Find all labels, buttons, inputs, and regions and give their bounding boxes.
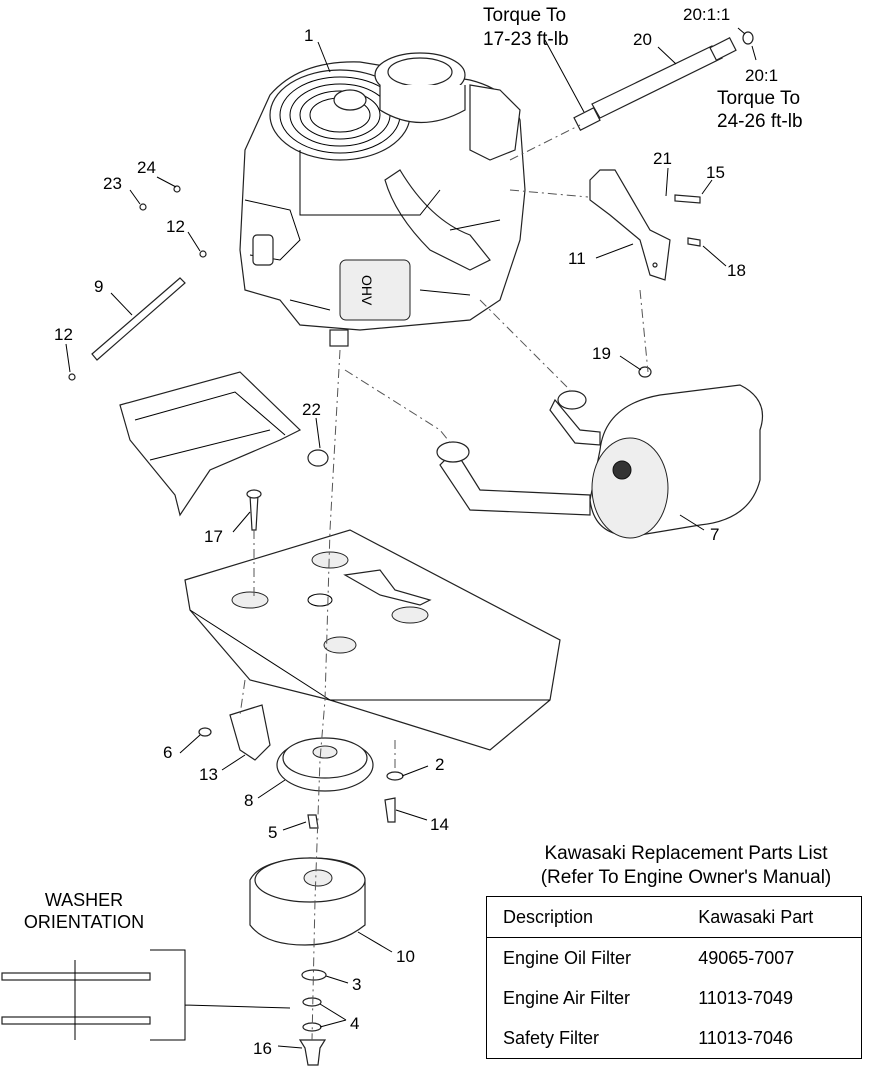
- parts-list-table: Description Kawasaki Part Engine Oil Fil…: [486, 896, 862, 1059]
- leader-lines: [65, 27, 757, 1049]
- callout-16: 16: [253, 1039, 272, 1058]
- parts-list-title: Kawasaki Replacement Parts List (Refer T…: [496, 842, 876, 890]
- exhaust-pipe-illustration: [573, 31, 754, 132]
- torque-note-right-line1: Torque To: [717, 88, 800, 109]
- rod-illustration: [68, 185, 207, 381]
- header-description: Description: [486, 896, 683, 938]
- table-header-row: Description Kawasaki Part: [486, 896, 862, 938]
- callout-20-1: 20:1: [745, 66, 778, 85]
- torque-note-right-line2: 24-26 ft-lb: [717, 111, 803, 132]
- table-row: Safety Filter 11013-7046: [487, 1018, 862, 1059]
- callout-4: 4: [350, 1014, 359, 1033]
- muffler-illustration: [436, 384, 764, 539]
- callout-21: 21: [653, 149, 672, 168]
- row-part: 11013-7046: [698, 1027, 793, 1048]
- assembly-lines: [239, 124, 649, 1041]
- callout-24: 24: [137, 158, 156, 177]
- callout-1: 1: [304, 26, 313, 45]
- header-part: Kawasaki Part: [682, 896, 862, 938]
- callout-13: 13: [199, 765, 218, 784]
- callout-19: 19: [592, 344, 611, 363]
- svg-text:OHV: OHV: [359, 275, 375, 306]
- callout-6: 6: [163, 743, 172, 762]
- callout-20: 20: [633, 30, 652, 49]
- parts-list-title-line2: (Refer To Engine Owner's Manual): [540, 867, 832, 888]
- torque-notes: Torque To 17-23 ft-lb Torque To 24-26 ft…: [483, 5, 803, 132]
- callout-3: 3: [352, 975, 361, 994]
- callout-17: 17: [204, 527, 223, 546]
- callout-20-1-1: 20:1:1: [683, 5, 730, 24]
- callout-15: 15: [706, 163, 725, 182]
- callout-18: 18: [727, 261, 746, 280]
- washer-orientation-line2: ORIENTATION: [23, 912, 145, 932]
- row-description: Safety Filter: [503, 1027, 600, 1048]
- callout-9: 9: [94, 277, 103, 296]
- table-row: Engine Oil Filter 49065-7007: [487, 938, 862, 979]
- washer-orientation-line1: WASHER: [44, 890, 124, 910]
- callout-2: 2: [435, 755, 444, 774]
- torque-note-left-line1: Torque To: [483, 5, 566, 26]
- callout-5: 5: [268, 823, 277, 842]
- pulley-illustration: [276, 737, 374, 792]
- engine-illustration: OHV: [239, 52, 526, 347]
- parts-list-title-line1: Kawasaki Replacement Parts List: [544, 843, 828, 864]
- row-part: 49065-7007: [698, 947, 795, 968]
- callout-8: 8: [244, 791, 253, 810]
- deck-plate-illustration: [184, 529, 561, 751]
- washer-orientation-diagram: [1, 949, 291, 1041]
- clutch-illustration: [249, 857, 366, 946]
- callout-14: 14: [430, 815, 449, 834]
- shield-illustration: [119, 371, 329, 517]
- callout-10: 10: [396, 947, 415, 966]
- callout-22: 22: [302, 400, 321, 419]
- row-description: Engine Air Filter: [503, 987, 631, 1008]
- torque-note-left-line2: 17-23 ft-lb: [483, 29, 569, 50]
- callout-11: 11: [568, 249, 586, 268]
- row-description: Engine Oil Filter: [503, 947, 632, 968]
- table-row: Engine Air Filter 11013-7049: [487, 978, 862, 1018]
- callout-12-upper: 12: [166, 217, 185, 236]
- callout-23: 23: [103, 174, 122, 193]
- callout-12-lower: 12: [54, 325, 73, 344]
- callout-7: 7: [710, 525, 719, 544]
- callout-labels: 1 20 20:1:1 20:1 21 15 11 18 19 24 23 12…: [54, 5, 778, 1058]
- washer-orientation-title: WASHER ORIENTATION: [4, 889, 164, 933]
- bracket-illustration: [589, 169, 701, 281]
- row-part: 11013-7049: [698, 987, 793, 1008]
